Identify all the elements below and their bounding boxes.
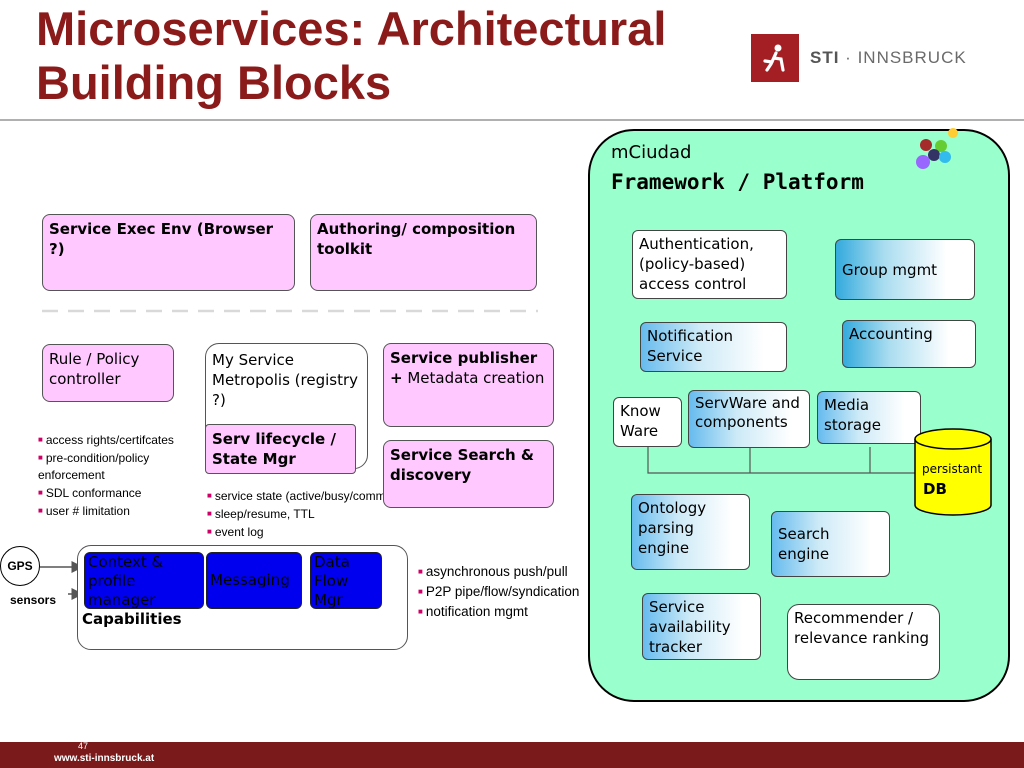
ontology-label: Ontology parsing engine xyxy=(638,499,707,557)
rule-note-item: ■user # limitation xyxy=(38,504,130,518)
capabilities-notes: ■asynchronous push/pull ■P2P pipe/flow/s… xyxy=(418,562,590,622)
media-storage-label: Media storage xyxy=(824,396,881,434)
title-line-1: Microservices: Architectural xyxy=(36,2,667,55)
rule-note-item: ■access rights/certifcates xyxy=(38,433,174,447)
service-search-box: Service Search & discovery xyxy=(383,440,554,508)
slide-title: Microservices: Architectural Building Bl… xyxy=(36,2,736,110)
logo-wordmark: STI · INNSBRUCK xyxy=(810,48,967,68)
database-icon xyxy=(914,428,992,516)
sti-logo-icon xyxy=(751,34,799,82)
metadata-creation-label: Metadata creation xyxy=(407,369,545,387)
servware-box: ServWare and components xyxy=(688,390,810,448)
group-mgmt-label: Group mgmt xyxy=(842,260,938,279)
platform-subtitle: Framework / Platform xyxy=(611,170,864,194)
accounting-label: Accounting xyxy=(849,325,933,343)
page-number: 47 xyxy=(78,741,89,751)
lifecycle-note-item: ■service state (active/busy/comm) xyxy=(207,489,390,503)
recommender-label: Recommender / relevance ranking xyxy=(794,609,930,647)
service-availability-box: Service availability tracker xyxy=(642,593,761,660)
logo-brand: STI xyxy=(810,48,840,67)
sensors-label: sensors xyxy=(10,593,57,607)
context-profile-box: Context & profile manager xyxy=(84,552,204,609)
ontology-box: Ontology parsing engine xyxy=(631,494,750,570)
serv-lifecycle-box: Serv lifecycle / State Mgr xyxy=(205,424,356,474)
footer-bar xyxy=(0,742,1024,768)
dataflow-label: Data Flow Mgr xyxy=(314,553,350,609)
group-mgmt-box: Group mgmt xyxy=(835,239,975,300)
messaging-label: Messaging xyxy=(210,571,290,589)
rule-notes: ■access rights/certifcates ■pre-conditio… xyxy=(38,431,188,520)
rule-note-item: ■pre-condition/policy enforcement xyxy=(38,451,150,482)
db-label: DB xyxy=(923,480,947,498)
footer-url: www.sti-innsbruck.at xyxy=(54,753,155,764)
rule-policy-box: Rule / Policy controller xyxy=(42,344,174,402)
service-publisher-label: Service publisher + xyxy=(390,349,538,387)
gps-node: GPS xyxy=(0,546,40,586)
serv-lifecycle-label: Serv lifecycle / State Mgr xyxy=(212,430,336,468)
rule-policy-label: Rule / Policy controller xyxy=(49,350,140,388)
lifecycle-notes: ■service state (active/busy/comm) ■sleep… xyxy=(207,487,392,541)
notification-service-box: Notification Service xyxy=(640,322,787,372)
media-storage-box: Media storage xyxy=(817,391,921,444)
knowware-box: Know Ware xyxy=(613,397,682,447)
authoring-toolkit-box: Authoring/ composition toolkit xyxy=(310,214,537,291)
authentication-box: Authentication, (policy-based) access co… xyxy=(632,230,787,299)
lifecycle-note-item: ■sleep/resume, TTL xyxy=(207,507,315,521)
service-publisher-box: Service publisher + Metadata creation xyxy=(383,343,554,427)
authentication-label: Authentication, (policy-based) access co… xyxy=(639,235,754,293)
person-icon xyxy=(763,44,785,72)
recommender-box: Recommender / relevance ranking xyxy=(787,604,940,680)
connector-lines xyxy=(647,447,930,474)
dataflow-box: Data Flow Mgr xyxy=(310,552,382,609)
service-exec-env-box: Service Exec Env (Browser ?) xyxy=(42,214,295,291)
authoring-toolkit-label: Authoring/ composition toolkit xyxy=(317,220,516,258)
search-engine-label: Search engine xyxy=(778,525,830,563)
cap-note-item: ■notification mgmt xyxy=(418,604,528,619)
header-divider xyxy=(0,119,1024,121)
accounting-box: Accounting xyxy=(842,320,976,368)
knowware-label: Know Ware xyxy=(620,402,661,440)
capabilities-label: Capabilities xyxy=(82,610,182,628)
service-availability-label: Service availability tracker xyxy=(649,598,731,656)
cap-note-item: ■asynchronous push/pull xyxy=(418,564,568,579)
title-line-2: Building Blocks xyxy=(36,56,392,109)
cap-note-item: ■P2P pipe/flow/syndication xyxy=(418,584,580,599)
notification-service-label: Notification Service xyxy=(647,327,734,365)
dashed-separator xyxy=(42,309,538,313)
service-metropolis-label: My Service Metropolis (registry ?) xyxy=(212,351,359,409)
logo-separator: · xyxy=(839,48,858,67)
servware-label: ServWare and components xyxy=(695,394,800,431)
service-search-label: Service Search & discovery xyxy=(390,446,534,484)
puzzle-logo-icon xyxy=(916,128,958,169)
db-persistant-label: persistant xyxy=(922,462,983,476)
platform-name: mCiudad xyxy=(611,142,692,163)
context-profile-label: Context & profile manager xyxy=(88,553,164,609)
messaging-box: Messaging xyxy=(206,552,302,609)
search-engine-box: Search engine xyxy=(771,511,890,577)
rule-note-item: ■SDL conformance xyxy=(38,486,142,500)
lifecycle-note-item: ■event log xyxy=(207,525,264,539)
logo-place: INNSBRUCK xyxy=(857,48,967,67)
service-exec-env-label: Service Exec Env (Browser ?) xyxy=(49,220,274,258)
gps-label: GPS xyxy=(7,559,33,573)
